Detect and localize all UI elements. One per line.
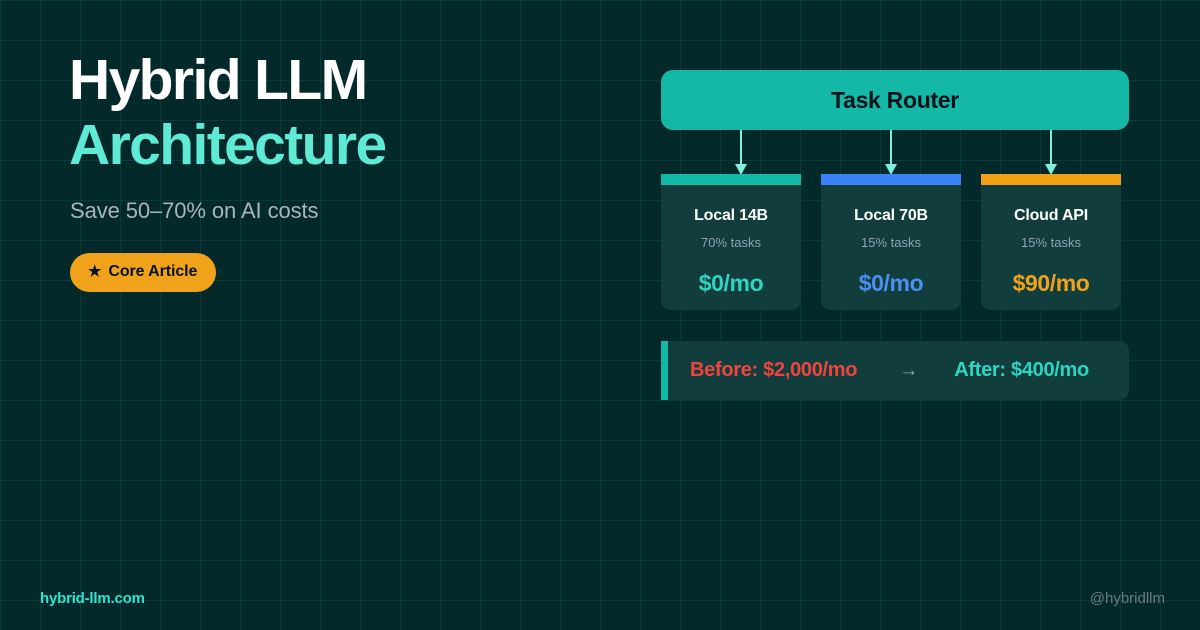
tier-share: 15% tasks: [861, 235, 921, 250]
tier-card-cloud-api[interactable]: Cloud API 15% tasks $90/mo: [981, 174, 1121, 310]
tier-name: Cloud API: [1013, 207, 1089, 224]
footer-social-handle: @hybridllm: [1089, 590, 1165, 607]
connector-stem: [1050, 130, 1052, 166]
cost-comparison-bar: Before: $2,000/mo → After: $400/mo: [661, 341, 1129, 400]
connector-arrow-local-70b: [884, 130, 898, 176]
hero-panel: Hybrid LLM Architecture Save 50–70% on A…: [69, 48, 589, 292]
page-title-line-1: Hybrid LLM: [69, 48, 368, 112]
arrow-right-icon: →: [899, 359, 919, 381]
connector-arrow-cloud-api: [1044, 130, 1058, 176]
comparison-accent-bar: [661, 341, 668, 400]
tier-share: 70% tasks: [701, 235, 761, 250]
hero-subtitle: Save 50–70% on AI costs: [70, 197, 319, 223]
connector-arrowhead-icon: [885, 164, 897, 175]
task-router-box: Task Router: [661, 70, 1129, 130]
before-cost-label: Before: $2,000/mo: [690, 359, 858, 381]
page-title-line-2: Architecture: [69, 112, 387, 177]
tier-cost: $90/mo: [1012, 270, 1090, 296]
tier-name: Local 14B: [694, 207, 768, 224]
tier-cost: $0/mo: [698, 270, 764, 296]
connector-arrowhead-icon: [735, 164, 747, 175]
connector-arrowhead-icon: [1045, 164, 1057, 175]
tier-accent-bar: [981, 174, 1121, 185]
star-icon: ★: [88, 263, 102, 281]
tier-card-local-14b[interactable]: Local 14B 70% tasks $0/mo: [661, 174, 801, 310]
core-article-badge-label: Core Article: [108, 262, 198, 280]
tier-cost: $0/mo: [858, 270, 924, 296]
footer-site-url[interactable]: hybrid-llm.com: [40, 590, 145, 607]
tier-card-local-70b[interactable]: Local 70B 15% tasks $0/mo: [821, 174, 961, 310]
core-article-badge[interactable]: ★ Core Article: [70, 252, 217, 292]
tier-name: Local 70B: [854, 207, 928, 224]
connector-stem: [890, 130, 892, 166]
tier-share: 15% tasks: [1021, 235, 1081, 250]
task-router-label: Task Router: [831, 86, 959, 113]
connector-stem: [740, 130, 742, 166]
tier-accent-bar: [661, 174, 801, 185]
after-cost-label: After: $400/mo: [954, 359, 1089, 381]
tier-accent-bar: [821, 174, 961, 185]
connector-arrow-local-14b: [734, 130, 748, 176]
